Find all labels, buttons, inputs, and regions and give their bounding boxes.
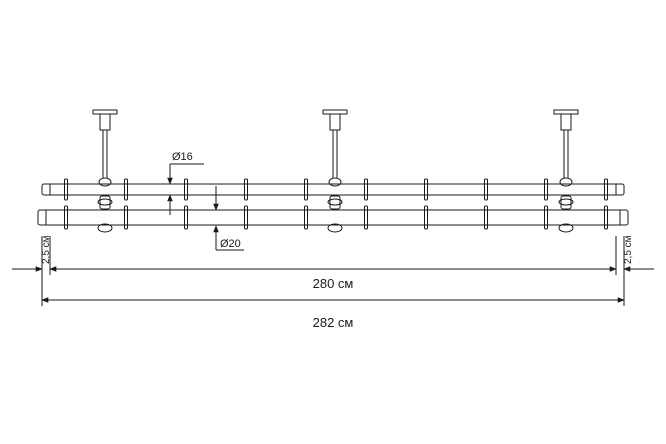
right-end-label: 2,5 см bbox=[623, 235, 634, 264]
upper-tube bbox=[41, 183, 625, 196]
outer-length-label: 282 см bbox=[313, 315, 354, 330]
left-end-dimension: 2,5 см bbox=[12, 235, 60, 272]
diameter-16-callout: Ø16 bbox=[167, 151, 204, 215]
diameter-20-label: Ø20 bbox=[220, 238, 241, 250]
upper-ring bbox=[364, 178, 368, 201]
inner-length-dimension: 280 см bbox=[49, 266, 617, 291]
lower-ring bbox=[244, 205, 248, 230]
outer-length-dimension: 282 см bbox=[41, 297, 625, 330]
lower-ring bbox=[484, 205, 488, 230]
ceiling-mounts bbox=[92, 109, 579, 233]
upper-rings bbox=[64, 178, 608, 201]
ceiling-mount bbox=[553, 109, 579, 233]
lower-ring bbox=[364, 205, 368, 230]
upper-ring bbox=[424, 178, 428, 201]
lower-ring bbox=[184, 205, 188, 230]
right-end-dimension: 2,5 см bbox=[606, 235, 654, 272]
lower-rings bbox=[64, 205, 608, 230]
upper-ring bbox=[124, 178, 128, 201]
extension-lines bbox=[41, 236, 625, 306]
upper-ring bbox=[304, 178, 308, 201]
left-end-label: 2,5 см bbox=[41, 235, 52, 264]
lower-ring bbox=[64, 205, 68, 230]
lower-ring bbox=[304, 205, 308, 230]
lower-ring bbox=[604, 205, 608, 230]
upper-ring bbox=[484, 178, 488, 201]
upper-ring bbox=[184, 178, 188, 201]
diameter-16-label: Ø16 bbox=[172, 151, 193, 163]
lower-ring bbox=[124, 205, 128, 230]
upper-ring bbox=[604, 178, 608, 201]
ceiling-mount bbox=[322, 109, 348, 233]
upper-ring bbox=[244, 178, 248, 201]
inner-length-label: 280 см bbox=[313, 276, 354, 291]
upper-ring bbox=[64, 178, 68, 201]
lower-tube bbox=[37, 209, 629, 226]
diameter-20-callout: Ø20 bbox=[213, 186, 244, 251]
lower-ring bbox=[544, 205, 548, 230]
ceiling-mount bbox=[92, 109, 118, 233]
upper-ring bbox=[544, 178, 548, 201]
lower-ring bbox=[424, 205, 428, 230]
